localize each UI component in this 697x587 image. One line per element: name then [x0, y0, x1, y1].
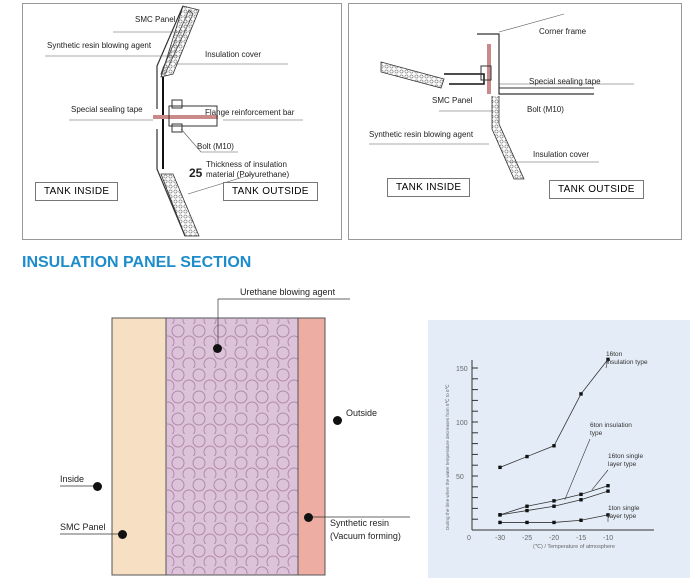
data-point — [579, 392, 583, 396]
inside-marker — [93, 482, 102, 491]
data-point — [525, 454, 529, 459]
data-point — [606, 357, 610, 362]
label-sealing-tape: Special sealing tape — [71, 105, 143, 114]
data-point — [552, 444, 556, 448]
label-smc-panel: SMC Panel — [60, 522, 106, 532]
label-outside: Outside — [346, 408, 378, 418]
label-smc-panel: SMC Panel — [135, 15, 176, 24]
label-bolt: Bolt (M10) — [197, 142, 234, 151]
data-point — [606, 513, 610, 517]
label-bolt: Bolt (M10) — [527, 105, 564, 114]
data-point — [525, 504, 529, 508]
series-label: layer type — [608, 461, 637, 468]
label-corner-frame: Corner frame — [539, 27, 587, 36]
detail-panel-joint: SMC Panel Synthetic resin blowing agent … — [22, 3, 342, 240]
tank-outside-tag: TANK OUTSIDE — [223, 182, 318, 201]
label-resin-2: (Vacuum forming) — [330, 531, 401, 541]
y-tick-label: 100 — [456, 420, 468, 427]
tank-inside-tag: TANK INSIDE — [387, 178, 471, 197]
label-sealing-tape: Special sealing tape — [529, 77, 601, 86]
series-label: 1ton single — [608, 505, 640, 512]
detail-corner-joint: Corner frame Special sealing tape SMC Pa… — [348, 3, 682, 240]
series-pointer — [605, 359, 609, 369]
panel-section-drawing — [60, 298, 410, 576]
data-point — [606, 484, 610, 488]
data-point — [552, 520, 556, 525]
series-line — [499, 490, 609, 516]
data-point — [606, 489, 610, 493]
series-label: layer type — [608, 513, 637, 520]
thickness-value: 25 — [189, 166, 203, 180]
label-thickness-2: material (Polyurethane) — [206, 170, 290, 179]
data-point — [525, 508, 529, 513]
data-point — [498, 513, 502, 517]
series-label: 16ton single — [608, 453, 643, 460]
series-label: insulation type — [606, 359, 648, 366]
panel-joint-drawing — [45, 5, 303, 237]
y-axis-label: During the time when the water temperatu… — [445, 384, 450, 530]
y-tick-label: 50 — [456, 474, 464, 481]
x-tick-label: 0 — [467, 535, 471, 542]
section-title: INSULATION PANEL SECTION — [22, 254, 252, 271]
smc-marker — [118, 530, 127, 539]
x-tick-label: -10 — [603, 535, 613, 542]
series-label: 6ton insulation — [590, 422, 632, 429]
tank-inside-tag: TANK INSIDE — [35, 182, 119, 201]
label-resin-agent: Synthetic resin blowing agent — [369, 130, 474, 139]
resin-layer — [297, 317, 326, 576]
label-smc-panel: SMC Panel — [432, 96, 473, 105]
data-point — [498, 520, 502, 525]
x-tick-label: -25 — [522, 535, 532, 542]
data-point — [552, 499, 556, 503]
series-pointer — [591, 469, 609, 491]
data-point — [552, 504, 556, 508]
urethane-marker — [213, 344, 222, 353]
outside-marker — [333, 416, 342, 425]
label-inside: Inside — [60, 474, 85, 484]
series-line — [499, 359, 609, 468]
label-flange-bar: Flange reinforcement bar — [205, 108, 295, 117]
label-thickness-1: Thickness of insulation — [206, 160, 287, 169]
series-pointer — [564, 438, 591, 500]
label-insulation-cover: Insulation cover — [205, 50, 262, 59]
x-tick-label: -15 — [576, 535, 586, 542]
resin-marker — [304, 513, 313, 522]
label-urethane: Urethane blowing agent — [240, 287, 336, 297]
data-point — [579, 518, 583, 522]
cooling-time-chart: 50 100 150 0 -30 -25 -20 -15 -10 16toninsulation … — [428, 320, 690, 578]
data-point — [579, 492, 583, 497]
x-tick-label: -30 — [495, 535, 505, 542]
label-resin-agent: Synthetic resin blowing agent — [47, 41, 152, 50]
series-label: type — [590, 430, 603, 437]
tank-outside-tag: TANK OUTSIDE — [549, 180, 644, 199]
corner-joint-drawing — [369, 13, 634, 180]
data-point — [525, 520, 529, 525]
y-tick-label: 150 — [456, 366, 468, 373]
series-label: 16ton — [606, 351, 623, 358]
x-axis-label: (℃) / Temperature of atmosphere — [533, 544, 615, 550]
label-resin-1: Synthetic resin — [330, 518, 390, 528]
data-point — [498, 465, 502, 470]
x-tick-label: -20 — [549, 535, 559, 542]
label-insulation-cover: Insulation cover — [533, 150, 590, 159]
data-point — [579, 498, 583, 502]
